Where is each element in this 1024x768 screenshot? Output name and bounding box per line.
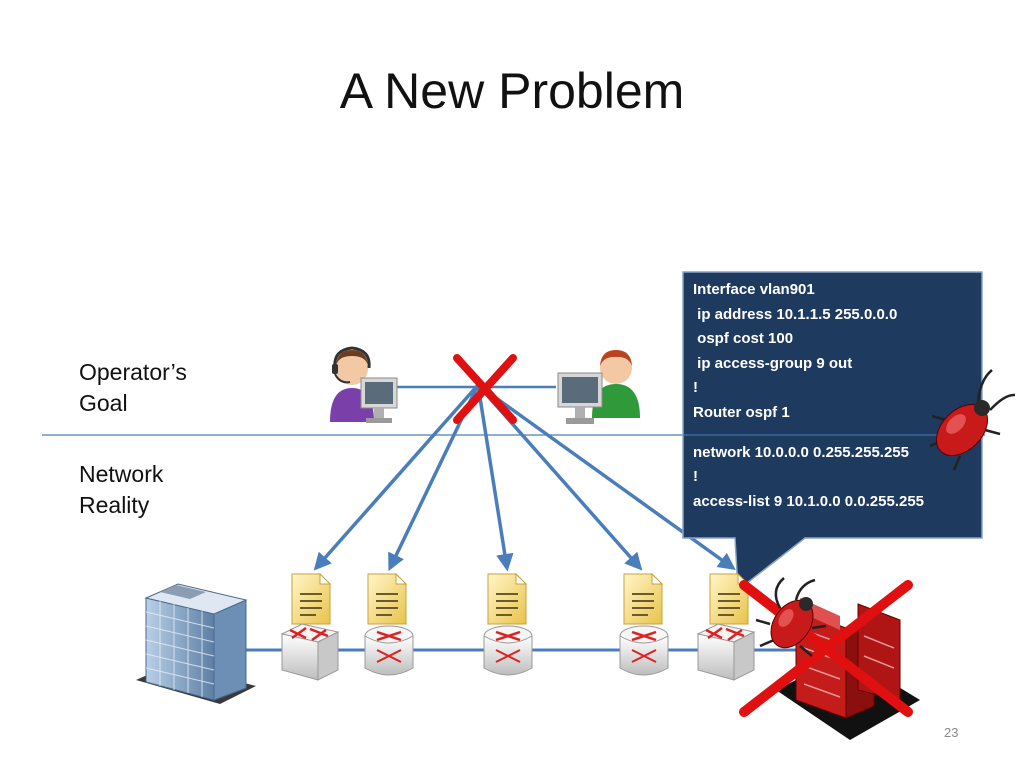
config-line: access-list 9 10.1.0.0 0.0.255.255 — [693, 492, 925, 510]
config-file-icon — [291, 572, 332, 625]
router-icon — [364, 625, 414, 676]
config-file-icon — [709, 572, 750, 625]
reality-label: Network Reality — [79, 459, 163, 521]
network-failure-cross-icon — [739, 580, 913, 717]
config-line: Interface vlan901 — [693, 281, 815, 298]
config-callout — [682, 271, 983, 592]
arrow-to-config-3 — [476, 384, 514, 572]
slide-number: 23 — [944, 725, 959, 740]
config-callout-text: Interface vlan901 ip address 10.1.1.5 25… — [693, 281, 973, 517]
reality-label-line-2: Reality — [79, 492, 150, 518]
config-line: ip address 10.1.1.5 255.0.0.0 — [693, 305, 898, 323]
operator-icon — [557, 350, 640, 424]
config-file-icon — [487, 572, 528, 625]
config-line: ! — [693, 379, 698, 396]
router-icon — [696, 623, 756, 681]
config-file-icon — [367, 572, 408, 625]
config-line: ospf cost 100 — [693, 330, 794, 347]
goal-label: Operator’s Goal — [79, 357, 187, 419]
goal-label-line-1: Operator’s — [79, 359, 187, 385]
config-line: Router ospf 1 — [693, 403, 790, 421]
bug-icon — [929, 369, 1016, 471]
bug-icon — [755, 577, 827, 657]
config-file-icon — [623, 572, 664, 625]
config-line: ip access-group 9 out — [693, 354, 853, 372]
router-icon — [280, 623, 340, 681]
goal-cross-icon — [453, 354, 517, 424]
router-icon — [483, 625, 533, 676]
goal-label-line-2: Goal — [79, 390, 128, 416]
destroyed-building-icon — [776, 598, 920, 740]
slide-title: A New Problem — [339, 63, 685, 119]
building-icon — [136, 583, 256, 704]
config-line: ! — [693, 468, 698, 485]
config-line: network 10.0.0.0 0.255.255.255 — [693, 443, 909, 461]
reality-label-line-1: Network — [79, 461, 164, 487]
arrow-to-config-1 — [313, 383, 480, 571]
operator-headset-icon — [330, 346, 398, 423]
router-icon — [619, 625, 669, 676]
